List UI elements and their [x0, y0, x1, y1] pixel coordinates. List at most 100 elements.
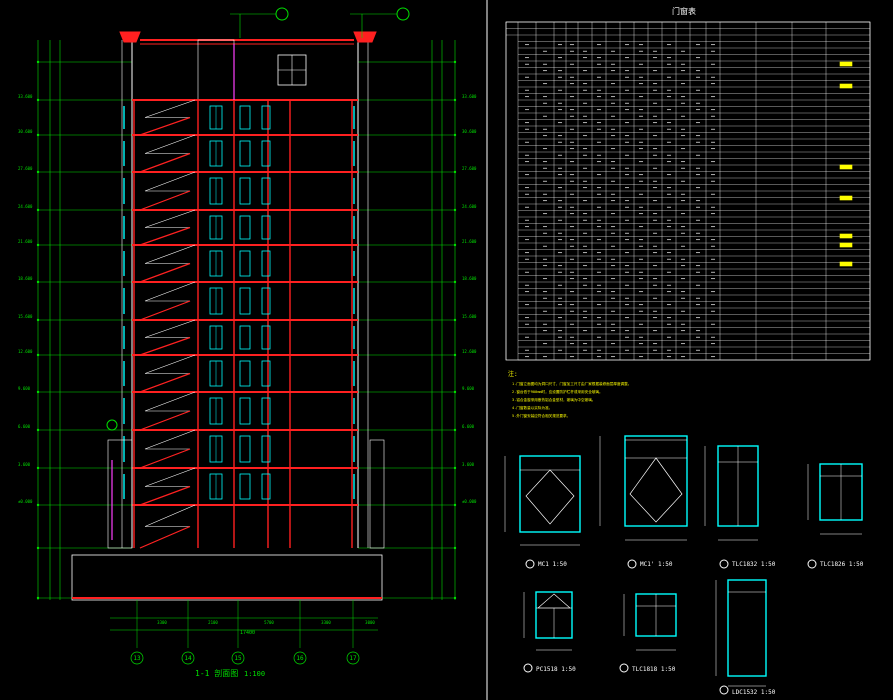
level-tick: [453, 503, 457, 507]
window-section: [239, 325, 251, 350]
level-tick: [36, 133, 40, 137]
window-section: [261, 325, 271, 350]
window-section: [261, 140, 271, 167]
elevation-right: 18.600: [462, 276, 477, 281]
basement: [71, 554, 383, 601]
remark-stamp: [839, 242, 853, 248]
remark-stamp: [839, 195, 853, 201]
level-tick: [453, 98, 457, 102]
callout-bubble: [275, 7, 289, 21]
note-3: 3.铝合金窗采用断热铝合金型材，玻璃为中空玻璃。: [512, 397, 595, 402]
level-tick: [453, 546, 457, 550]
elevation-left: 6.600: [18, 424, 31, 429]
section-title: 1-1 剖面图: [195, 668, 238, 678]
stair-flight: [139, 504, 196, 549]
window-section: [239, 177, 251, 205]
level-tick: [453, 208, 457, 212]
elevation-right: 27.600: [462, 166, 477, 171]
stair-slab: [139, 152, 191, 173]
axis-label-17: 17: [349, 655, 357, 662]
level-tick: [36, 503, 40, 507]
bottom-dim-5: 3000: [365, 620, 375, 625]
window-section: [261, 215, 271, 240]
elevation-left: 24.600: [18, 204, 33, 209]
level-tick: [453, 353, 457, 357]
level-tick: [36, 170, 40, 174]
note-2: 2.窗台低于900mm时，应设置防护栏杆或采用安全玻璃。: [512, 389, 603, 394]
stair-flight: [139, 319, 196, 356]
remark-stamp: [839, 83, 853, 89]
stair-flight: [139, 281, 196, 321]
stair-flight: [139, 209, 196, 246]
detail-bubble: [525, 559, 535, 569]
elevation-right: 15.600: [462, 314, 477, 319]
stair-slab: [139, 116, 191, 136]
level-tick: [453, 133, 457, 137]
detail-bubble: [619, 663, 629, 673]
level-tick: [453, 243, 457, 247]
elev-label-7: LDC1532 1:50: [732, 689, 776, 696]
section-scale: 1:100: [244, 670, 265, 678]
stair-flight: [139, 134, 196, 173]
window-section: [261, 287, 271, 315]
remark-stamp: [839, 164, 853, 170]
note-1: 1.门窗立面图均为洞口尺寸，门窗加工尺寸由厂家根据装修面层厚度调整。: [512, 381, 631, 386]
elevation-right: 21.600: [462, 239, 477, 244]
level-tick: [36, 98, 40, 102]
window-elevations: [504, 435, 863, 695]
elev-label-2: MC1' 1:50: [640, 561, 673, 568]
level-tick: [36, 243, 40, 247]
window-section: [239, 105, 251, 130]
schedule-title: 门窗表: [672, 6, 696, 16]
elev-label-6: TLC1818 1:50: [632, 666, 676, 673]
window-section: [239, 250, 251, 277]
level-tick: [453, 60, 457, 64]
mc1-diamond: [525, 469, 575, 525]
axis-label-13: 13: [133, 655, 141, 662]
elevation-mc1: [519, 455, 581, 533]
remark-stamp: [839, 233, 853, 239]
stair-slab: [139, 372, 191, 393]
level-tick: [36, 390, 40, 394]
axis-bubble: [346, 651, 360, 665]
door-window-schedule: [505, 21, 871, 361]
stair-slab: [139, 485, 191, 506]
level-tick: [36, 596, 40, 600]
axis-label-14: 14: [184, 655, 192, 662]
elev-label-1: MC1 1:50: [538, 561, 567, 568]
window-section: [239, 215, 251, 240]
stair-flight: [139, 354, 196, 393]
level-tick: [36, 208, 40, 212]
elevation-right: 24.600: [462, 204, 477, 209]
elevation-left: 30.600: [18, 129, 33, 134]
stair-flight: [139, 244, 196, 283]
axis-bubble: [231, 651, 245, 665]
level-tick: [453, 596, 457, 600]
stair-slab: [139, 410, 191, 431]
stair-slab: [139, 336, 191, 356]
elevation-left: 12.600: [18, 349, 33, 354]
bottom-dim-4: 3300: [321, 620, 331, 625]
detail-bubble: [719, 685, 729, 695]
mc1-alt-diamond: [629, 457, 683, 523]
stair-slab: [139, 448, 191, 469]
elevation-left: 9.600: [18, 386, 31, 391]
axis-label-15: 15: [234, 655, 242, 662]
elevation-right: 30.600: [462, 129, 477, 134]
level-tick: [36, 318, 40, 322]
roof-parapet-right: [353, 31, 377, 43]
window-section: [261, 397, 271, 425]
level-tick: [36, 60, 40, 64]
stair-tower: [197, 39, 235, 101]
window-section: [239, 473, 251, 500]
note-5: 5.外门窗安装应符合相关规范要求。: [512, 413, 570, 418]
roof-parapet-left: [119, 31, 141, 43]
detail-bubble: [523, 663, 533, 673]
callout-bubble: [396, 7, 410, 21]
axis-bubble: [293, 651, 307, 665]
level-tick: [36, 280, 40, 284]
stair-slab: [139, 300, 191, 321]
elevation-left: 18.600: [18, 276, 33, 281]
